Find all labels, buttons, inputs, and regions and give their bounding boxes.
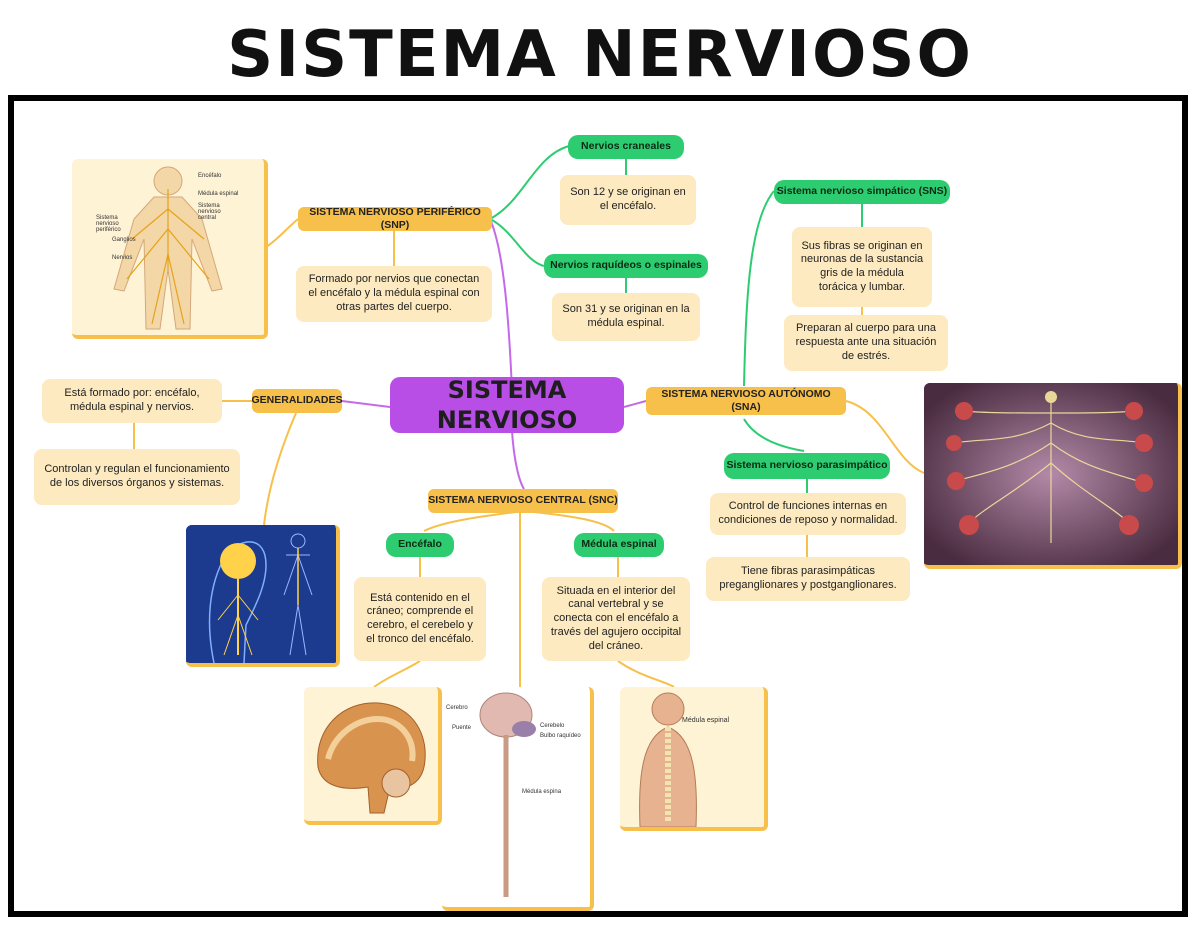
generalidades-note-1: Está formado por: encéfalo, médula espin… [42, 379, 222, 423]
simpatico-note-2: Preparan al cuerpo para una respuesta an… [784, 315, 948, 371]
link-center-gen [341, 400, 391, 408]
raquideos-note: Son 31 y se originan en la médula espina… [552, 293, 700, 341]
snc-header: SISTEMA NERVIOSO CENTRAL (SNC) [428, 489, 618, 513]
page-title: SISTEMA NERVIOSO [227, 18, 973, 92]
link-snp-raquideos [489, 218, 545, 267]
brain-spine-diagram-illustration [479, 692, 536, 897]
link-snc-medula [523, 510, 615, 532]
link-center-sna [623, 400, 647, 408]
human-brain-spine-illustration [186, 525, 336, 663]
mind-map-frame: SISTEMA NERVIOSO SISTEMA NERVIOSO PERIFÉ… [8, 95, 1188, 917]
link-gen-image [263, 412, 297, 526]
snp-label-2: Sistema nervioso central [198, 203, 221, 221]
link-sna-simpatico [743, 190, 775, 387]
brain-label-4: Médula espina [522, 789, 562, 795]
sna-header: SISTEMA NERVIOSO AUTÓNOMO (SNA) [646, 387, 846, 415]
medula-header: Médula espinal [574, 533, 664, 557]
simpatico-header: Sistema nervioso simpático (SNS) [774, 180, 950, 204]
generalidades-header: GENERALIDADES [252, 389, 343, 413]
generalidades-note-2: Controlan y regulan el funcionamiento de… [34, 449, 240, 505]
link-sna-parasimpatico [743, 418, 805, 452]
craneales-note: Son 12 y se originan en el encéfalo. [560, 175, 696, 225]
spine-back-illustration [639, 692, 697, 827]
encefalo-note: Está contenido en el cráneo; comprende e… [354, 577, 486, 661]
snp-label-4: Ganglios [112, 237, 136, 243]
snp-note: Formado por nervios que conectan el encé… [296, 266, 492, 322]
link-center-snp [489, 218, 513, 392]
parasimpatico-header: Sistema nervioso parasimpático [724, 453, 890, 479]
parasimpatico-note-1: Control de funciones internas en condici… [710, 493, 906, 535]
snp-header: SISTEMA NERVIOSO PERIFÉRICO (SNP) [298, 206, 492, 231]
brain-label-0: Cerebro [446, 705, 468, 711]
generalidades-image [186, 525, 340, 667]
snp-label-1: Médula espinal [198, 191, 239, 197]
autonomic-organs-illustration [924, 383, 1178, 565]
connector-lines [133, 145, 925, 689]
brain-label-1: Puente [452, 725, 472, 731]
link-center-snc [511, 430, 525, 490]
snp-label-5: Nervios [112, 255, 133, 261]
raquideos-header: Nervios raquídeos o espinales [544, 254, 708, 278]
link-snp-craneales [489, 145, 570, 220]
link-snc-encefalo [423, 510, 525, 532]
snp-label-3: Sistema nervioso periférico [96, 215, 121, 233]
encefalo-header: Encéfalo [386, 533, 454, 557]
link-snp-image [265, 218, 299, 248]
spine-back-image: Médula espinal [620, 687, 768, 831]
link-sna-image [845, 400, 925, 474]
craneales-header: Nervios craneales [568, 135, 684, 159]
nervous-system-body-illustration [113, 166, 223, 330]
parasimpatico-note-2: Tiene fibras parasimpáticas pregangliona… [706, 557, 910, 601]
brain-label-2: Cerebelo [540, 723, 565, 729]
snp-image: Encéfalo Médula espinal Sistema nervioso… [72, 159, 268, 339]
brain-section-image [304, 687, 442, 825]
snp-label-0: Encéfalo [198, 173, 222, 179]
brain-section-illustration [317, 702, 426, 814]
brain-label-3: Bulbo raquídeo [540, 733, 581, 739]
brain-spine-image: Cerebro Puente Cerebelo Bulbo raquídeo M… [442, 687, 594, 911]
spine-label: Médula espinal [682, 717, 730, 724]
simpatico-note-1: Sus fibras se originan en neuronas de la… [792, 227, 932, 307]
sna-image [924, 383, 1182, 569]
center-node: SISTEMA NERVIOSO [390, 376, 624, 434]
medula-note: Situada en el interior del canal vertebr… [542, 577, 690, 661]
